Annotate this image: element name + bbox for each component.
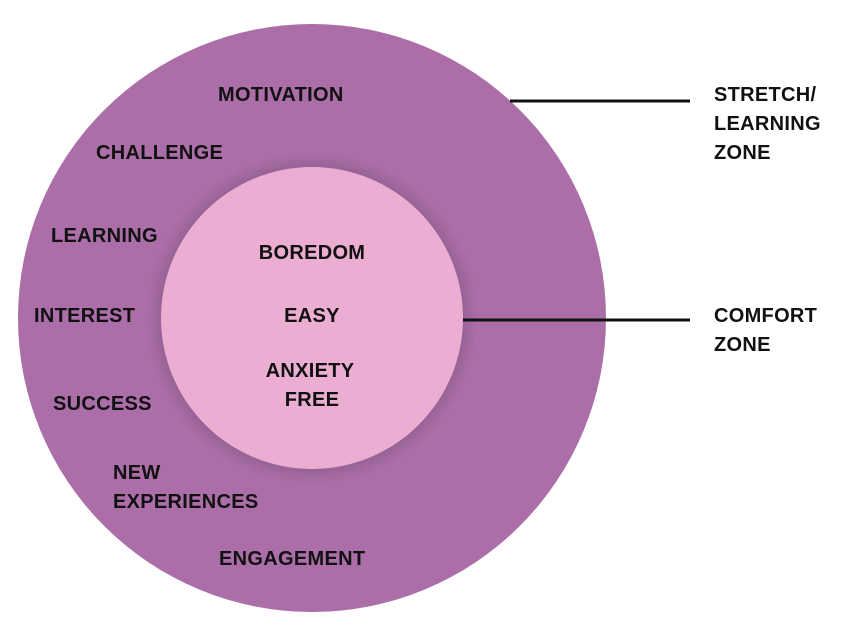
label-boredom: BOREDOM xyxy=(258,242,366,264)
label-engagement: ENGAGEMENT xyxy=(219,548,366,570)
callout-comfort-line-2: ZONE xyxy=(714,334,771,356)
callout-stretch-line-2: LEARNING xyxy=(714,113,821,135)
label-experiences: EXPERIENCES xyxy=(113,491,259,513)
label-motivation: MOTIVATION xyxy=(218,84,344,106)
label-easy: EASY xyxy=(284,305,340,327)
callout-comfort-line-1: COMFORT xyxy=(714,305,818,327)
label-interest: INTEREST xyxy=(34,305,136,327)
callout-stretch-line-3: ZONE xyxy=(714,142,771,164)
comfort-zone-circle xyxy=(161,167,463,469)
label-new: NEW xyxy=(113,462,161,484)
label-challenge: CHALLENGE xyxy=(96,142,224,164)
callout-stretch-line-1: STRETCH/ xyxy=(714,84,817,106)
label-free: FREE xyxy=(284,389,340,411)
label-anxiety: ANXIETY xyxy=(265,360,355,382)
label-learning: LEARNING xyxy=(51,225,158,247)
label-success: SUCCESS xyxy=(53,393,152,415)
